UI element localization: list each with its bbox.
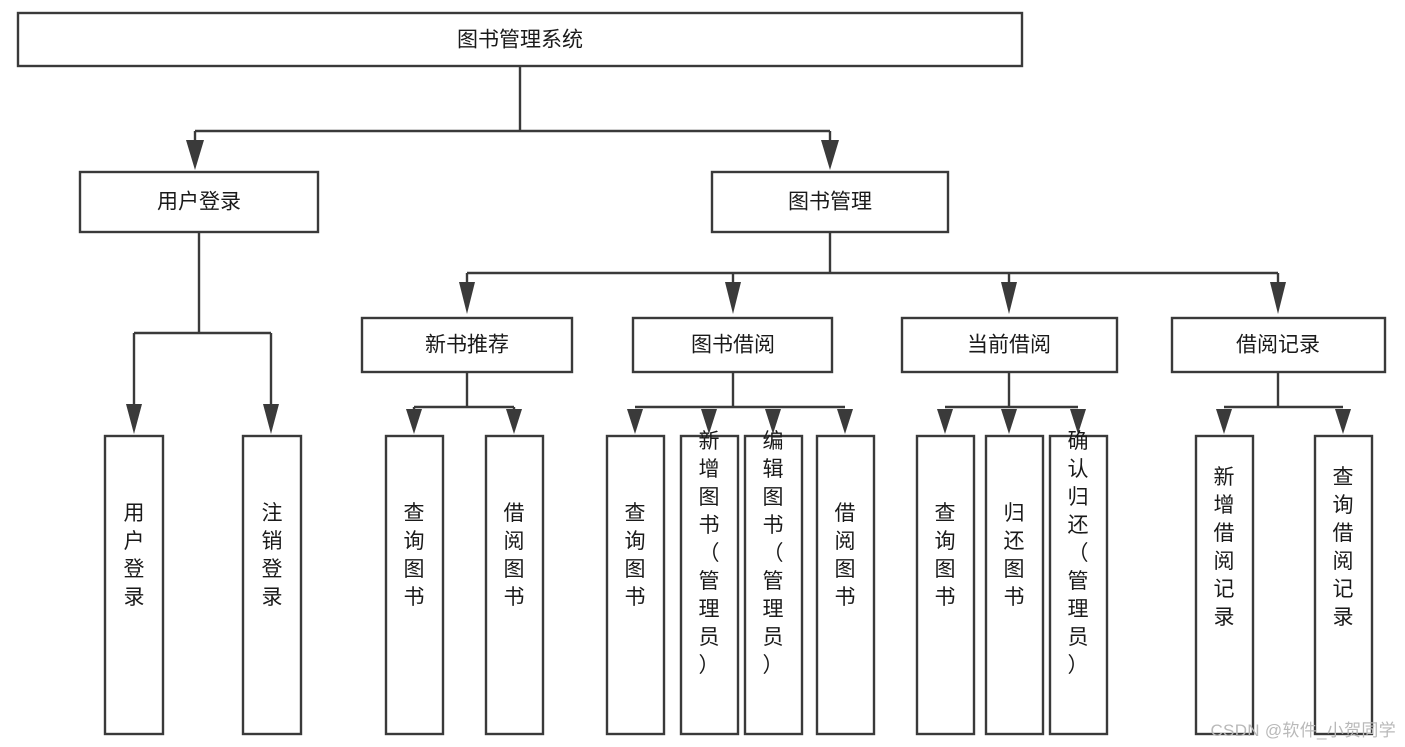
leaf-node-logout-box [241, 434, 303, 736]
leaf-node-confirm-return-label: 确认归还（管理员） [1068, 430, 1089, 677]
csdn-watermark: CSDN @软件_小贺同学 [1210, 721, 1396, 740]
node-current-borrow-label: 当前借阅 [967, 334, 1051, 357]
leaf-node-logout-label: 注销登录 [262, 502, 283, 609]
arrow-head-leaf-add-book [701, 409, 717, 434]
leaf-node-query-book-recommend-box [384, 434, 445, 736]
leaf-node-user-login[interactable]: 用户登录 [103, 434, 165, 736]
connectors-current-borrow-to-leaves [937, 372, 1086, 434]
leaf-node-query-book-current[interactable]: 查询图书 [915, 434, 976, 736]
arrow-head-book-borrow [725, 282, 741, 314]
node-user-login[interactable]: 用户登录 [78, 170, 320, 234]
leaf-node-edit-book-box [743, 434, 804, 736]
leaf-node-query-book-borrow-label: 查询图书 [625, 502, 646, 609]
arrow-head-leaf-return-book [1001, 409, 1017, 434]
leaf-node-user-login-box [103, 434, 165, 736]
leaf-node-borrow-book-box [815, 434, 876, 736]
connectors-new-book-to-leaves [406, 372, 522, 434]
connectors-user-login-to-leaves [126, 232, 279, 434]
connectors-borrow-record-to-leaves [1216, 372, 1351, 434]
leaf-node-logout[interactable]: 注销登录 [241, 434, 303, 736]
leaf-node-borrow-book-recommend-box [484, 434, 545, 736]
node-borrow-record[interactable]: 借阅记录 [1170, 316, 1387, 374]
arrow-head-leaf-query-record [1335, 409, 1351, 434]
leaf-node-add-book[interactable]: 新增图书（管理员） [679, 430, 740, 736]
leaf-node-add-book-label: 新增图书（管理员） [699, 430, 720, 677]
leaf-node-query-borrow-record-label: 查询借阅记录 [1333, 466, 1354, 629]
node-new-book-recommend-label: 新书推荐 [425, 334, 509, 357]
arrow-head-leaf-query-book-1 [406, 409, 422, 434]
node-root-box [16, 11, 1024, 68]
leaf-node-return-book-box [984, 434, 1045, 736]
leaf-node-query-book-borrow[interactable]: 查询图书 [605, 434, 666, 736]
connectors-book-mgmt-to-level2 [459, 232, 1286, 314]
node-root-system[interactable]: 图书管理系统 [16, 11, 1024, 68]
node-book-management-box [710, 170, 950, 234]
leaf-node-borrow-book[interactable]: 借阅图书 [815, 434, 876, 736]
connectors-root-to-level1 [186, 66, 839, 170]
leaf-node-return-book[interactable]: 归还图书 [984, 434, 1045, 736]
node-current-borrow-box [900, 316, 1119, 374]
arrow-head-borrow-record [1270, 282, 1286, 314]
node-user-login-box [78, 170, 320, 234]
arrow-head-leaf-query-book-2 [627, 409, 643, 434]
node-current-borrow[interactable]: 当前借阅 [900, 316, 1119, 374]
leaf-node-query-book-current-box [915, 434, 976, 736]
leaf-node-user-login-label: 用户登录 [124, 502, 145, 609]
leaf-node-query-book-current-label: 查询图书 [935, 502, 956, 609]
node-new-book-recommend[interactable]: 新书推荐 [360, 316, 574, 374]
leaf-node-query-book-recommend-label: 查询图书 [404, 502, 425, 609]
leaf-node-add-borrow-record-label: 新增借阅记录 [1214, 466, 1235, 629]
leaf-node-edit-book[interactable]: 编辑图书（管理员） [743, 430, 804, 736]
arrow-head-user-login [186, 140, 204, 170]
leaf-node-return-book-label: 归还图书 [1004, 502, 1025, 609]
arrow-head-leaf-add-record [1216, 409, 1232, 434]
leaf-node-add-book-box [679, 434, 740, 736]
node-root-label: 图书管理系统 [457, 29, 583, 52]
node-book-management-label: 图书管理 [788, 191, 872, 214]
node-new-book-recommend-box [360, 316, 574, 374]
node-borrow-record-box [1170, 316, 1387, 374]
leaf-node-query-book-recommend[interactable]: 查询图书 [384, 434, 445, 736]
leaf-node-borrow-book-recommend[interactable]: 借阅图书 [484, 434, 545, 736]
leaf-node-edit-book-label: 编辑图书（管理员） [763, 430, 784, 677]
node-book-borrow-label: 图书借阅 [691, 334, 775, 357]
arrow-head-book-mgmt [821, 140, 839, 170]
arrow-head-leaf-query-book-3 [937, 409, 953, 434]
leaf-node-query-borrow-record[interactable]: 查询借阅记录 [1313, 434, 1374, 736]
connectors-book-borrow-to-leaves [627, 372, 853, 434]
arrow-head-leaf-user-login [126, 404, 142, 434]
leaf-node-query-borrow-record-box [1313, 434, 1374, 736]
arrow-head-current-borrow [1001, 282, 1017, 314]
leaf-node-borrow-book-label: 借阅图书 [835, 502, 856, 609]
arrow-head-leaf-borrow-book-1 [506, 409, 522, 434]
node-book-management[interactable]: 图书管理 [710, 170, 950, 234]
arrow-head-leaf-confirm-return [1070, 409, 1086, 434]
leaf-node-borrow-book-recommend-label: 借阅图书 [504, 502, 525, 609]
arrow-head-leaf-logout [263, 404, 279, 434]
node-book-borrow[interactable]: 图书借阅 [631, 316, 834, 374]
arrow-head-new-book-recommend [459, 282, 475, 314]
leaf-node-confirm-return[interactable]: 确认归还（管理员） [1048, 430, 1109, 736]
arrow-head-leaf-edit-book [765, 409, 781, 434]
node-book-borrow-box [631, 316, 834, 374]
leaf-node-add-borrow-record-box [1194, 434, 1255, 736]
leaf-node-add-borrow-record[interactable]: 新增借阅记录 [1194, 434, 1255, 736]
node-user-login-label: 用户登录 [157, 191, 241, 214]
leaf-node-query-book-borrow-box [605, 434, 666, 736]
node-borrow-record-label: 借阅记录 [1236, 334, 1320, 357]
leaf-node-confirm-return-box [1048, 434, 1109, 736]
arrow-head-leaf-borrow-book-2 [837, 409, 853, 434]
